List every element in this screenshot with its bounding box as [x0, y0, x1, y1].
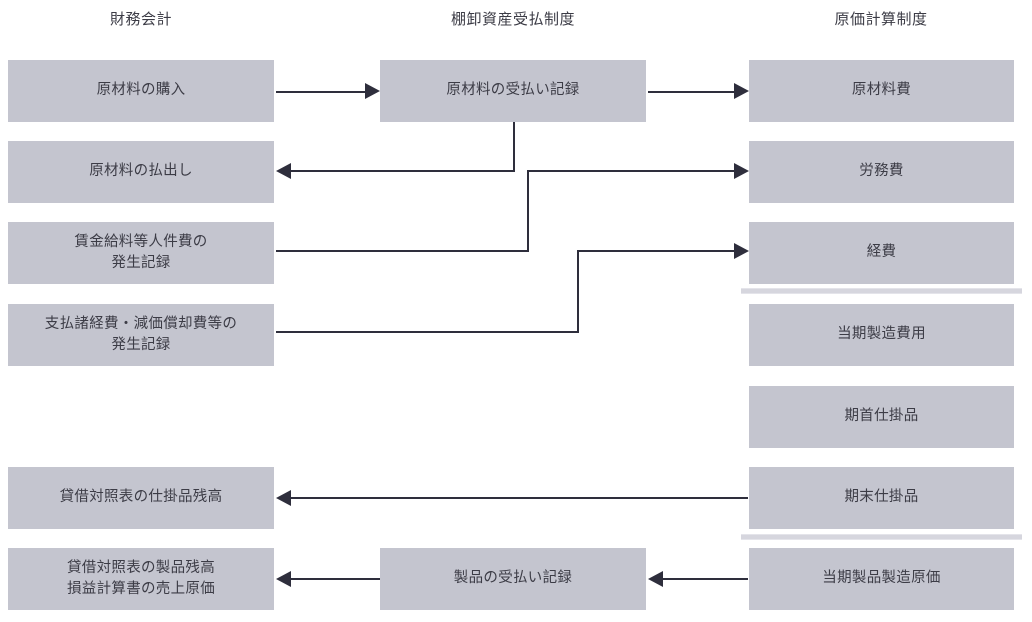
arrowhead-right-record-to-raw-material-cost [734, 83, 749, 99]
connector-cogm-to-product-record [662, 578, 748, 580]
node-current-period-cost-of-goods-manufactured[interactable]: 当期製品製造原価 [749, 548, 1014, 610]
arrowhead-left-ending-wip [276, 490, 291, 506]
connector-vertical-labor-branch [527, 170, 529, 251]
node-raw-material-cost[interactable]: 原材料費 [749, 60, 1014, 122]
node-balance-sheet-wip-balance[interactable]: 貸借対照表の仕掛品残高 [8, 467, 274, 529]
node-label-line2: 発生記録 [111, 337, 171, 353]
node-label-line2: 損益計算書の売上原価 [67, 581, 215, 597]
arrowhead-right-purchase-to-record [365, 83, 380, 99]
node-label: 製品の受払い記録 [453, 570, 573, 587]
node-label-line2: 発生記録 [111, 255, 171, 271]
connector-record-down-stub [513, 122, 515, 172]
node-label: 原材料の払出し [89, 163, 193, 180]
connector-personnel-cost-to-junction [276, 250, 529, 252]
arrowhead-right-to-labor-cost [734, 163, 749, 179]
node-beginning-work-in-process[interactable]: 期首仕掛品 [749, 386, 1014, 448]
node-label-line1: 賃金給料等人件費の [74, 233, 208, 250]
node-label: 原材料の購入 [96, 82, 186, 99]
node-label: 当期製造費用 [837, 326, 926, 343]
connector-vertical-overhead-branch [577, 250, 579, 332]
node-ending-work-in-process[interactable]: 期末仕掛品 [749, 467, 1014, 529]
node-purchase-of-raw-materials[interactable]: 原材料の購入 [8, 60, 274, 122]
separator-above-cost-of-goods-manufactured [741, 534, 1022, 540]
node-raw-material-receipt-payment-record[interactable]: 原材料の受払い記録 [380, 60, 646, 122]
column-header-inventory-system: 棚卸資産受払制度 [450, 11, 575, 28]
node-label: 労務費 [859, 163, 904, 180]
node-labor-cost[interactable]: 労務費 [749, 141, 1014, 203]
node-product-receipt-payment-record[interactable]: 製品の受払い記録 [380, 548, 646, 610]
node-label: 期末仕掛品 [844, 489, 919, 506]
connector-expenses-record-to-junction [276, 331, 579, 333]
node-wages-salaries-personnel-cost-record[interactable]: 賃金給料等人件費の 発生記録 [8, 222, 274, 284]
connector-purchase-to-raw-material-record [276, 91, 366, 93]
connector-record-to-issue-of-raw-materials [290, 170, 515, 172]
node-label-line1: 支払諸経費・減価償却費等の [44, 315, 238, 332]
arrowhead-left-cogm-to-product-record [648, 571, 663, 587]
node-label: 原材料費 [851, 82, 912, 99]
arrowhead-left-record-to-issue [276, 163, 291, 179]
node-label: 期首仕掛品 [844, 408, 919, 425]
connector-ending-wip-to-balance-sheet-wip [290, 497, 748, 499]
column-header-cost-accounting-system: 原価計算制度 [834, 11, 928, 28]
separator-above-manufacturing-cost [741, 288, 1022, 294]
arrowhead-right-to-overhead-expense [734, 243, 749, 259]
node-expenses-depreciation-record[interactable]: 支払諸経費・減価償却費等の 発生記録 [8, 304, 274, 366]
node-label: 貸借対照表の仕掛品残高 [59, 489, 223, 506]
node-issue-of-raw-materials[interactable]: 原材料の払出し [8, 141, 274, 203]
node-balance-sheet-product-balance-and-cogs[interactable]: 貸借対照表の製品残高 損益計算書の売上原価 [8, 548, 274, 610]
arrowhead-left-product-record [276, 571, 291, 587]
connector-to-overhead-expense [577, 250, 737, 252]
connector-junction-to-labor-top [527, 170, 737, 172]
node-current-period-manufacturing-cost[interactable]: 当期製造費用 [749, 304, 1014, 366]
connector-raw-material-record-to-raw-material-cost [648, 91, 736, 93]
node-label: 経費 [866, 244, 897, 261]
node-label-line1: 貸借対照表の製品残高 [67, 559, 215, 576]
node-overhead-expense[interactable]: 経費 [749, 222, 1014, 284]
connector-product-record-to-balance-sheet-product [290, 578, 380, 580]
node-label: 当期製品製造原価 [822, 570, 941, 587]
column-header-financial-accounting: 財務会計 [109, 11, 172, 28]
node-label: 原材料の受払い記録 [446, 82, 580, 99]
